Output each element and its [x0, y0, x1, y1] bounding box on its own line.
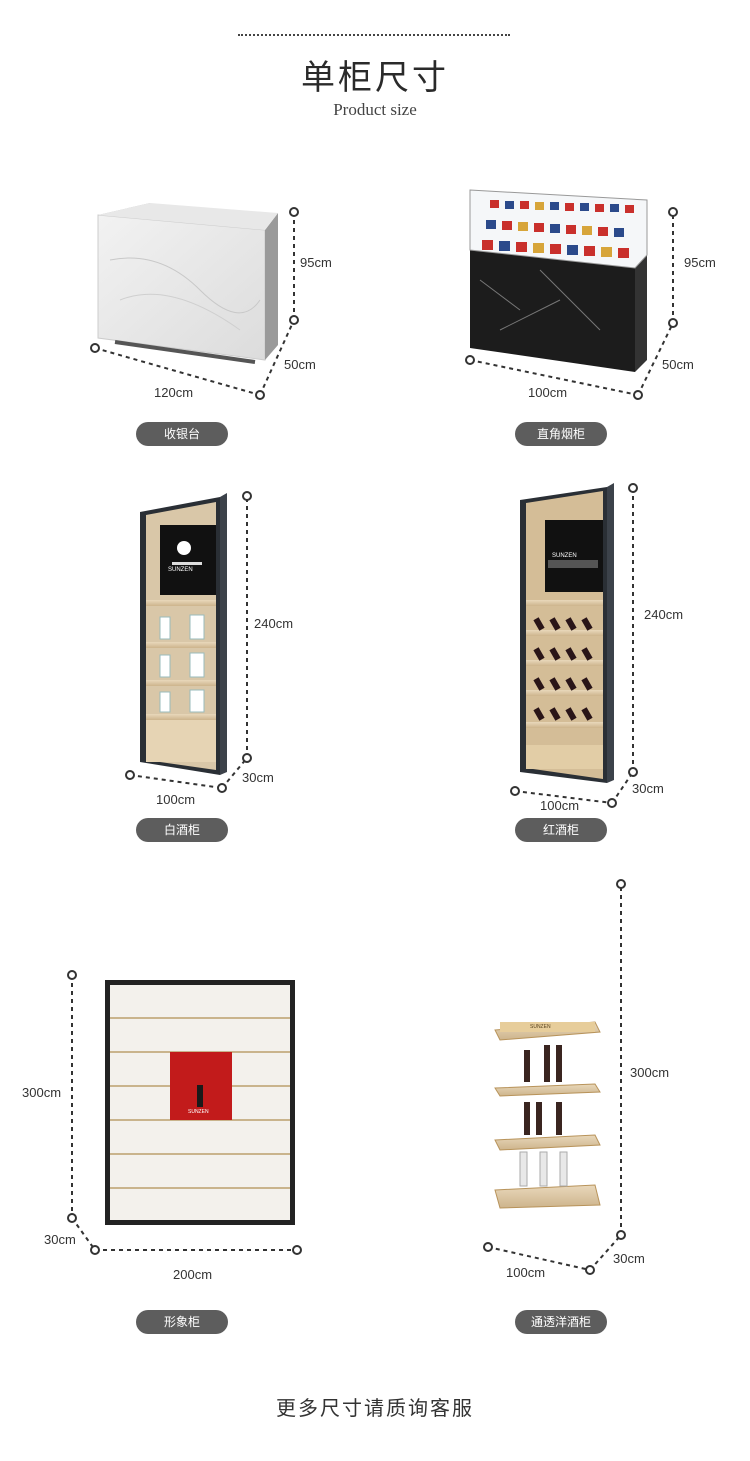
product-name-badge: 直角烟柜: [515, 422, 607, 446]
display-wall-image: [105, 980, 295, 1225]
height-label: 95cm: [684, 255, 716, 270]
product-name-badge: 红酒柜: [515, 818, 607, 842]
header-divider: [238, 34, 510, 36]
height-label: 240cm: [644, 607, 684, 622]
footer-note: 更多尺寸请质询客服: [276, 1396, 474, 1420]
depth-label: 50cm: [662, 357, 694, 372]
width-label: 100cm: [156, 792, 196, 807]
page-subtitle: Product size: [333, 100, 417, 119]
cabinet-brand-label: SUNZEN: [188, 1109, 209, 1115]
depth-label: 30cm: [242, 770, 274, 785]
height-label: 300cm: [22, 1085, 62, 1100]
width-label: 100cm: [506, 1265, 546, 1280]
product-name-badge: 收银台: [136, 422, 228, 446]
cabinet-brand-label: SUNZEN: [168, 567, 193, 573]
width-label: 100cm: [540, 798, 580, 813]
width-label: 100cm: [528, 385, 568, 400]
page-title: 单柜尺寸: [301, 58, 449, 98]
product-name-badge: 形象柜: [136, 1310, 228, 1334]
cashier-counter-image: [97, 203, 278, 364]
product-name-badge: 通透洋酒柜: [515, 1310, 607, 1334]
height-label: 95cm: [300, 255, 332, 270]
cashier-dimension-lines: [94, 212, 295, 396]
height-label: 240cm: [254, 616, 294, 631]
depth-label: 50cm: [284, 357, 316, 372]
width-label: 120cm: [154, 385, 194, 400]
wine-cabinet-image: [520, 483, 614, 783]
width-label: 200cm: [173, 1267, 213, 1282]
depth-label: 30cm: [44, 1232, 76, 1247]
depth-label: 30cm: [632, 781, 664, 796]
height-label: 300cm: [630, 1065, 670, 1080]
product-name-badge: 白酒柜: [136, 818, 228, 842]
cabinet-brand-label: SUNZEN: [552, 553, 577, 559]
depth-label: 30cm: [613, 1251, 645, 1266]
cigarette-cabinet-image: [469, 189, 648, 372]
liquor-cabinet-image: [140, 493, 227, 775]
cabinet-brand-label: SUNZEN: [530, 1024, 551, 1030]
open-shelf-image: [494, 893, 601, 1250]
